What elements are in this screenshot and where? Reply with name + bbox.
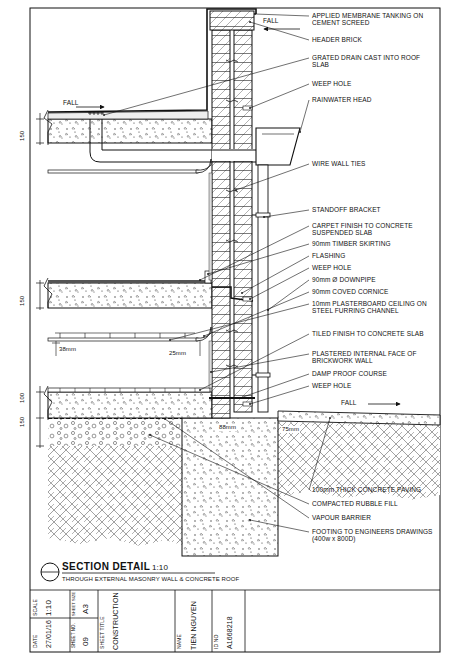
callout-label: GRATED DRAIN CAST INTO ROOF SLAB bbox=[312, 54, 438, 69]
title-block-cell: A3 bbox=[82, 604, 90, 614]
title-block-cell: SCALE bbox=[33, 599, 38, 616]
callout-label: COMPACTED RUBBLE FILL bbox=[312, 500, 438, 507]
leader-line bbox=[170, 304, 309, 340]
callout-label: WEEP HOLE bbox=[312, 382, 438, 389]
title-block-cell: A1668218 bbox=[226, 616, 233, 649]
callout-label: WIRE WALL TIES bbox=[312, 160, 438, 167]
dimension-label: 100 bbox=[19, 392, 25, 404]
leader-line bbox=[204, 292, 309, 336]
leader-dot bbox=[103, 114, 105, 116]
leader-line bbox=[200, 226, 309, 280]
callout-label: WEEP HOLE bbox=[312, 80, 438, 87]
leader-dot bbox=[249, 403, 251, 405]
title-block-cell: SHEET TITLE bbox=[100, 616, 105, 649]
callout-label: 10mm PLASTERBOARD CEILING ON STEEL FURRI… bbox=[312, 300, 438, 315]
leader-dot bbox=[149, 434, 151, 436]
leader-line bbox=[165, 419, 309, 518]
leader-dot bbox=[164, 418, 166, 420]
callout-label: RAINWATER HEAD bbox=[312, 96, 438, 103]
leader-line bbox=[250, 386, 309, 404]
callout-label: 100mm THICK CONCRETE PAVING bbox=[312, 486, 438, 493]
callout-label: FLASHING bbox=[312, 252, 438, 259]
callout-label: STANDOFF BRACKET bbox=[312, 206, 438, 213]
callout-label: PLASTERED INTERNAL FACE OF BRICKWORK WAL… bbox=[312, 350, 438, 365]
dimension-label: FALL bbox=[262, 17, 280, 24]
leader-dot bbox=[203, 335, 205, 337]
leader-dot bbox=[249, 519, 251, 521]
title-block-cell: ID NO bbox=[214, 635, 219, 649]
dimension-label: 150 bbox=[19, 416, 25, 428]
leader-line bbox=[250, 268, 309, 299]
leader-line bbox=[250, 84, 309, 108]
dimension-label: 150 bbox=[19, 130, 25, 142]
dimension-label: 25mm bbox=[168, 350, 187, 357]
leader-dot bbox=[254, 13, 256, 15]
drawing-title: SECTION DETAIL bbox=[62, 561, 150, 573]
callout-label: HEADER BRICK bbox=[312, 36, 438, 43]
leader-dot bbox=[199, 389, 201, 391]
dimension-label: FALL bbox=[340, 399, 358, 406]
leader-line bbox=[208, 244, 309, 274]
leader-dot bbox=[249, 21, 251, 23]
leader-line bbox=[236, 164, 309, 190]
leader-dot bbox=[210, 371, 212, 373]
dimension-label: 38mm bbox=[58, 346, 77, 353]
leader-dot bbox=[235, 189, 237, 191]
dimension-label: 75mm bbox=[281, 426, 300, 433]
callout-label: VAPOUR BARRIER bbox=[312, 514, 438, 521]
leader-dot bbox=[249, 298, 251, 300]
title-block-cell: TIEN NGUYEN bbox=[190, 601, 197, 650]
leader-dot bbox=[329, 417, 331, 419]
callout-label: TILED FINISH TO CONCRETE SLAB bbox=[312, 330, 438, 337]
leader-dot bbox=[267, 309, 269, 311]
leader-line bbox=[200, 334, 309, 390]
leader-line bbox=[309, 418, 330, 490]
callout-label: 90mm COVED CORNICE bbox=[312, 288, 438, 295]
dimension-label: FALL bbox=[62, 99, 80, 106]
title-block-cell: 27/01/16 bbox=[45, 620, 52, 648]
leader-line bbox=[300, 100, 309, 132]
title-block-cell: CONSTRUCTION bbox=[112, 592, 119, 650]
callout-label: 90mm TIMBER SKIRTING bbox=[312, 240, 438, 247]
drawing-caption: THROUGH EXTERNAL MASONRY WALL & CONCRETE… bbox=[62, 576, 239, 583]
leader-line bbox=[250, 22, 309, 40]
leader-line bbox=[211, 354, 309, 372]
title-block-cell: NAME bbox=[177, 634, 182, 649]
leader-line bbox=[240, 374, 309, 398]
dimension-label: 1:10 bbox=[152, 563, 168, 572]
leader-line bbox=[104, 58, 309, 115]
callout-label: DAMP PROOF COURSE bbox=[312, 370, 438, 377]
leader-dot bbox=[299, 131, 301, 133]
dimension-label: 150 bbox=[19, 295, 25, 307]
leader-dot bbox=[199, 279, 201, 281]
title-block-cell: DATE bbox=[33, 635, 38, 648]
callout-label: APPLIED MEMBRANE TANKING ON CEMENT SCREE… bbox=[312, 12, 438, 27]
leader-dot bbox=[207, 273, 209, 275]
title-block-cell: 09 bbox=[82, 637, 90, 646]
callout-label: 90mm Ø DOWNPIPE bbox=[312, 276, 438, 283]
leader-dot bbox=[169, 339, 171, 341]
leader-dot bbox=[263, 216, 265, 218]
leader-dot bbox=[239, 397, 241, 399]
leader-line bbox=[150, 435, 309, 504]
leader-line bbox=[250, 520, 309, 532]
title-block-cell: 1:10 bbox=[45, 600, 53, 616]
dimension-label: 88mm bbox=[218, 424, 237, 431]
title-block-cell: SHEET SIZE bbox=[72, 592, 76, 616]
callout-label: FOOTING TO ENGINEERS DRAWINGS (400w x 80… bbox=[312, 528, 438, 543]
leader-line bbox=[255, 14, 309, 16]
leader-dot bbox=[249, 107, 251, 109]
title-block-cell: SHEET NO. bbox=[72, 623, 77, 648]
leader-dot bbox=[241, 292, 243, 294]
leader-line bbox=[264, 210, 309, 217]
callout-label: CARPET FINISH TO CONCRETE SUSPENDED SLAB bbox=[312, 222, 438, 237]
callout-label: WEEP HOLE bbox=[312, 264, 438, 271]
